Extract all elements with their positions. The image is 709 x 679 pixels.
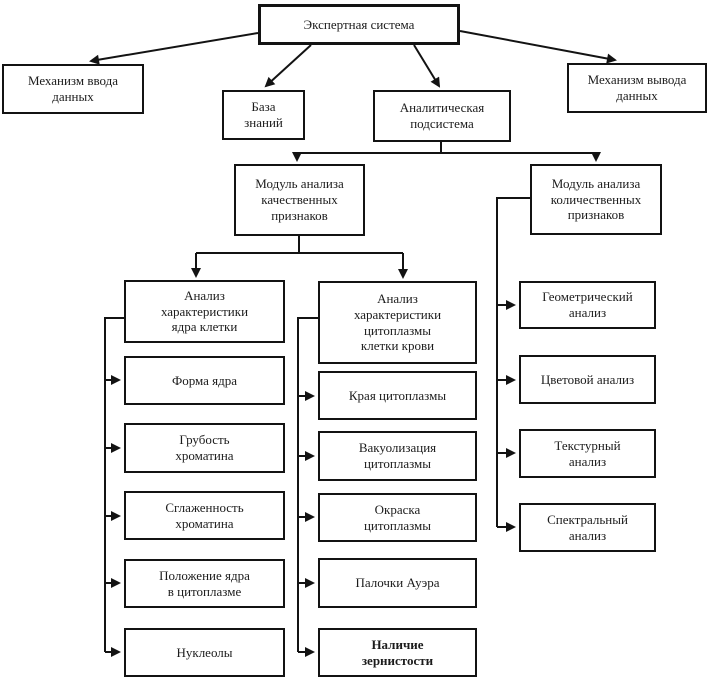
node-cytoplasm-item: Вакуолизация цитоплазмы (318, 431, 477, 481)
node-nucleus-item: Сглаженность хроматина (124, 491, 285, 540)
node-quantitative-item: Спектральный анализ (519, 503, 656, 552)
node-nucleus-analysis: Анализ характеристики ядра клетки (124, 280, 285, 343)
node-input-mechanism: Механизм ввода данных (2, 64, 144, 114)
node-quantitative-item: Текстурный анализ (519, 429, 656, 478)
node-nucleus-item: Нуклеолы (124, 628, 285, 677)
node-output-mechanism: Механизм вывода данных (567, 63, 707, 113)
node-cytoplasm-item: Окраска цитоплазмы (318, 493, 477, 542)
node-cytoplasm-item: Края цитоплазмы (318, 371, 477, 420)
node-quantitative-item: Цветовой анализ (519, 355, 656, 404)
node-quantitative-module: Модуль анализа количественных признаков (530, 164, 662, 235)
node-nucleus-item: Грубость хроматина (124, 423, 285, 473)
node-nucleus-item: Форма ядра (124, 356, 285, 405)
node-cytoplasm-item: Палочки Ауэра (318, 558, 477, 608)
node-qualitative-module: Модуль анализа качественных признаков (234, 164, 365, 236)
node-cytoplasm-item: Наличие зернистости (318, 628, 477, 677)
node-cytoplasm-analysis: Анализ характеристики цитоплазмы клетки … (318, 281, 477, 364)
node-knowledge-base: База знаний (222, 90, 305, 140)
node-expert-system: Экспертная система (258, 4, 460, 45)
node-quantitative-item: Геометрический анализ (519, 281, 656, 329)
node-nucleus-item: Положение ядра в цитоплазме (124, 559, 285, 608)
node-analytical-subsystem: Аналитическая подсистема (373, 90, 511, 142)
